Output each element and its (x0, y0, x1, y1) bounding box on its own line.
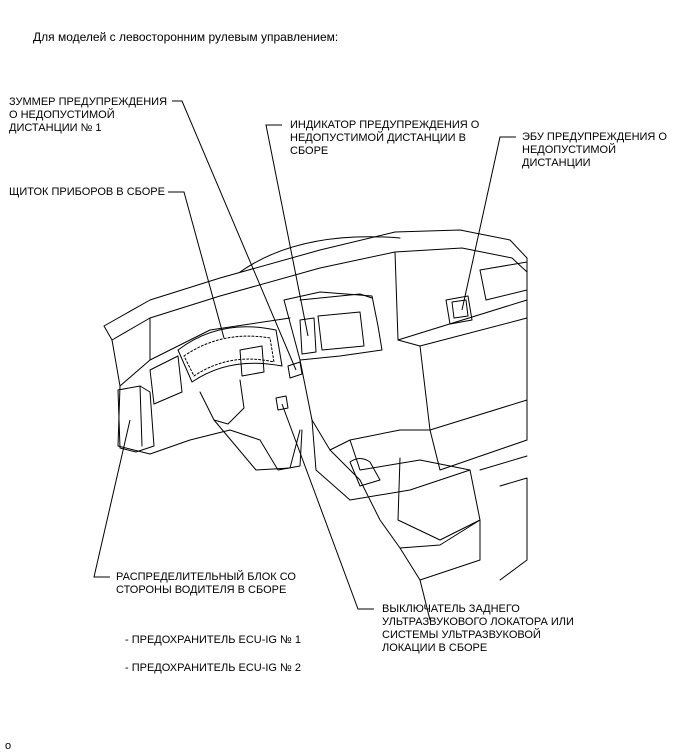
leader-meter (168, 191, 225, 339)
leader-junction (93, 419, 131, 578)
label-junction: РАСПРЕДЕЛИТЕЛЬНЫЙ БЛОК СО СТОРОНЫ ВОДИТЕ… (116, 571, 296, 596)
indicator-part (299, 317, 317, 355)
instrument-cluster (177, 326, 283, 383)
center-stack (283, 291, 383, 361)
dashboard-outline (103, 229, 528, 327)
center-console (299, 359, 431, 451)
junction-block (117, 385, 155, 453)
leader-indicator (265, 124, 309, 337)
leader-ecu (461, 136, 516, 311)
label-switch: ВЫКЛЮЧАТЕЛЬ ЗАДНЕГО УЛЬТРАЗВУКОВОГО ЛОКА… (382, 603, 574, 654)
page-title: Для моделей с левосторонним рулевым упра… (33, 30, 339, 44)
ecu-part (445, 295, 473, 325)
buzzer-part (287, 361, 303, 379)
label-buzzer: ЗУММЕР ПРЕДУПРЕЖДЕНИЯ О НЕДОПУСТИМОЙ ДИС… (9, 96, 168, 134)
leader-lines (93, 100, 516, 610)
label-indicator: ИНДИКАТОР ПРЕДУПРЕЖДЕНИЯ О НЕДОПУСТИМОЙ … (290, 119, 480, 157)
sonar-switch (275, 395, 289, 411)
label-fuse-1: - ПРЕДОХРАНИТЕЛЬ ECU-IG № 1 (125, 634, 302, 646)
label-ecu: ЭБУ ПРЕДУПРЕЖДЕНИЯ О НЕДОПУСТИМОЙ ДИСТАН… (522, 131, 667, 169)
display-screen (317, 311, 365, 351)
label-meter: ЩИТОК ПРИБОРОВ В СБОРЕ (9, 186, 165, 198)
leader-buzzer (172, 100, 297, 371)
leader-switch (281, 403, 374, 610)
label-fuse-2: - ПРЕДОХРАНИТЕЛЬ ECU-IG № 2 (125, 662, 302, 674)
figure-code: o (5, 740, 12, 752)
